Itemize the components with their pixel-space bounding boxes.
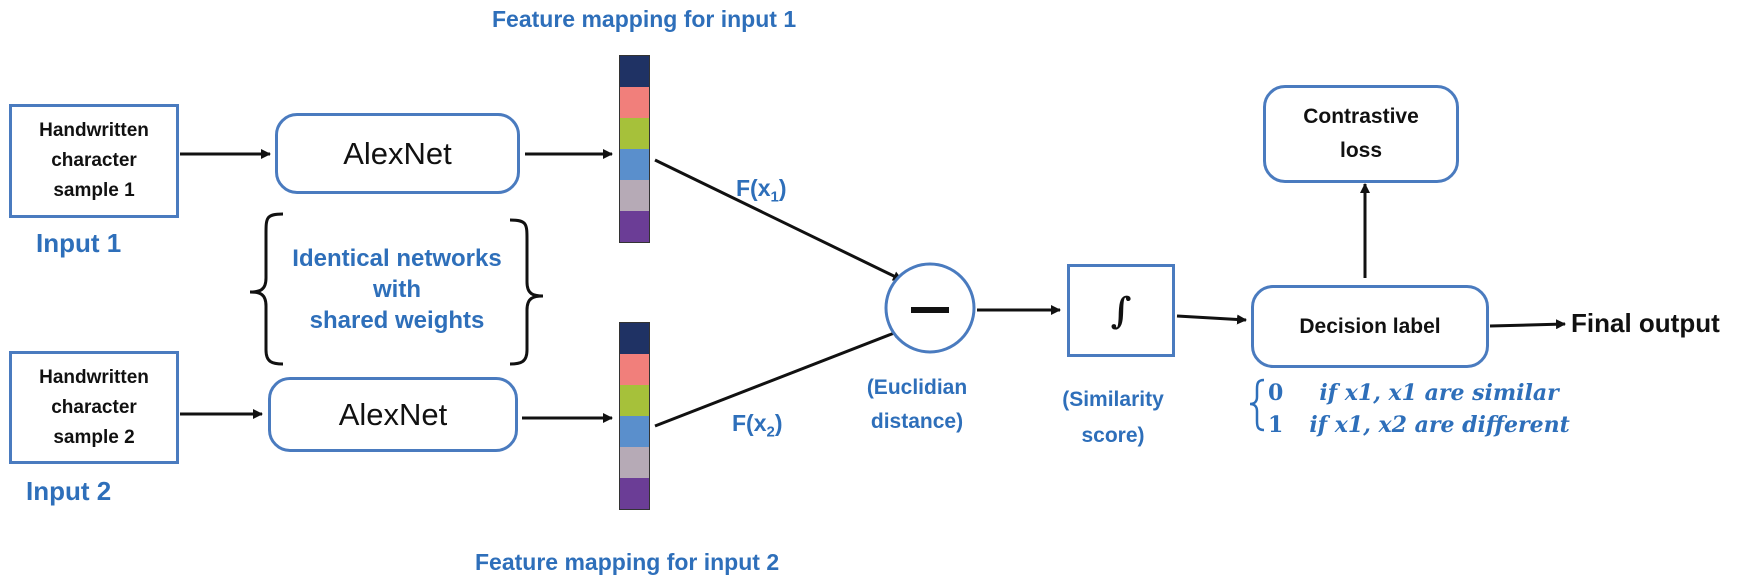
decision-label-box: Decision label bbox=[1251, 285, 1489, 368]
alexnet2-box: AlexNet bbox=[268, 377, 518, 452]
arrow-feature1-to-subtract bbox=[654, 158, 903, 282]
feature-cell-2 bbox=[620, 354, 649, 385]
feature-cell-4 bbox=[620, 416, 649, 447]
feature-cell-4 bbox=[620, 149, 649, 180]
decision-brace bbox=[1249, 378, 1265, 432]
alexnet1-box: AlexNet bbox=[275, 113, 520, 194]
feature-map-1 bbox=[619, 55, 650, 243]
arrow-feature2-to-subtract bbox=[654, 328, 903, 428]
contrastive-loss-box: Contrastive loss bbox=[1263, 85, 1459, 183]
arrow-decision-to-output bbox=[1489, 319, 1566, 330]
integral-icon: ∫ bbox=[1110, 289, 1132, 332]
feature-cell-6 bbox=[620, 211, 649, 242]
input2-sample-box: Handwritten character sample 2 bbox=[9, 351, 179, 464]
input1-label: Input 1 bbox=[36, 228, 122, 258]
final-output-label: Final output bbox=[1571, 308, 1720, 338]
right-bracket bbox=[509, 218, 544, 366]
feature-cell-3 bbox=[620, 118, 649, 149]
feature-map-2 bbox=[619, 322, 650, 510]
arrow-similarity-to-decision bbox=[1176, 314, 1247, 325]
similarity-box: ∫ bbox=[1067, 264, 1175, 357]
feature-cell-1 bbox=[620, 323, 649, 354]
feature-cell-5 bbox=[620, 447, 649, 478]
feature-cell-1 bbox=[620, 56, 649, 87]
feature-map1-title: Feature mapping for input 1 bbox=[492, 6, 797, 32]
input1-sample-box: Handwritten character sample 1 bbox=[9, 104, 179, 218]
identical-networks-label: Identical networks with shared weights bbox=[292, 245, 502, 334]
euclidean-distance-label: (Euclidian distance) bbox=[866, 376, 968, 433]
left-bracket bbox=[249, 212, 284, 366]
feature-cell-3 bbox=[620, 385, 649, 416]
f-x1-label: F(x1) bbox=[736, 175, 787, 206]
f-x2-label: F(x2) bbox=[732, 410, 783, 441]
feature-map2-title: Feature mapping for input 2 bbox=[475, 549, 780, 575]
feature-cell-2 bbox=[620, 87, 649, 118]
input2-label: Input 2 bbox=[26, 476, 112, 506]
feature-cell-6 bbox=[620, 478, 649, 509]
similarity-score-label: (Similarity score) bbox=[1062, 388, 1164, 447]
feature-cell-5 bbox=[620, 180, 649, 211]
